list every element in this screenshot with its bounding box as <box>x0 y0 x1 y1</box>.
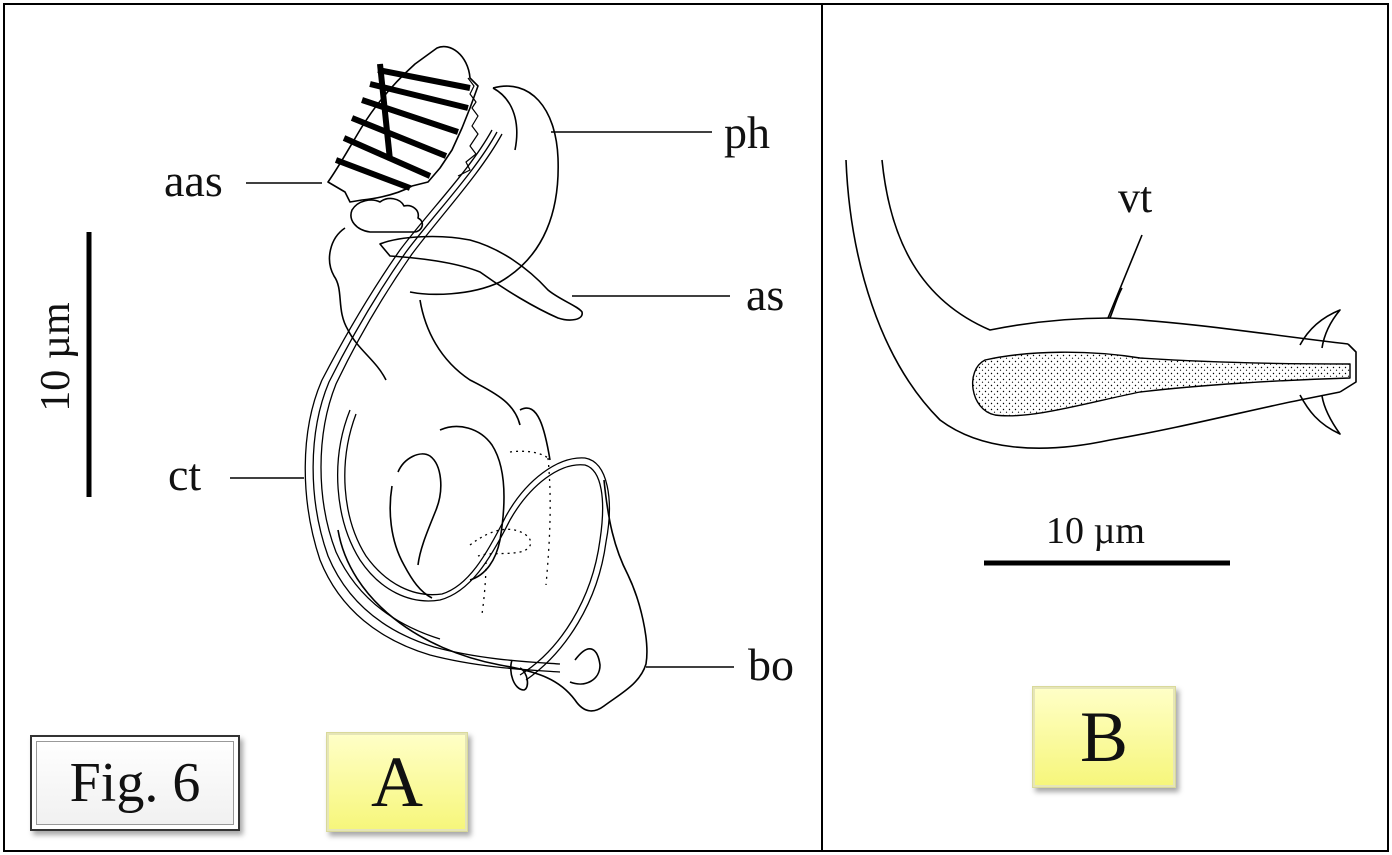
bo-base-outline <box>338 480 647 711</box>
panel-borders <box>4 4 1388 851</box>
panel-a-badge: A <box>326 732 468 832</box>
label-as: as <box>746 272 784 318</box>
label-aas: aas <box>164 158 223 204</box>
aas-accessory-piece <box>328 47 478 202</box>
panel-a-letter: A <box>371 746 423 818</box>
vt-dotted-core <box>973 352 1350 416</box>
panel-b-scale-label: 10 µm <box>1046 512 1145 550</box>
label-ph: ph <box>724 110 770 156</box>
aas-thick-bars <box>336 64 470 188</box>
copulatory-complex-drawing <box>305 47 647 711</box>
panel-b-leader-line <box>1108 235 1142 318</box>
ph-proximal-head <box>410 86 558 294</box>
panel-b-letter: B <box>1080 701 1128 773</box>
figure-number-badge: Fig. 6 <box>30 735 240 831</box>
as-accessory-sclerite <box>380 237 582 320</box>
figure-number-text: Fig. 6 <box>70 755 201 811</box>
panel-b-drawing <box>846 160 1356 448</box>
panel-a-scale-label: 10 µm <box>35 287 77 427</box>
label-vt: vt <box>1118 176 1152 220</box>
panel-b-badge: B <box>1032 686 1176 788</box>
panel-a-leader-lines <box>230 132 734 667</box>
label-bo: bo <box>748 642 794 688</box>
label-ct: ct <box>168 452 201 498</box>
